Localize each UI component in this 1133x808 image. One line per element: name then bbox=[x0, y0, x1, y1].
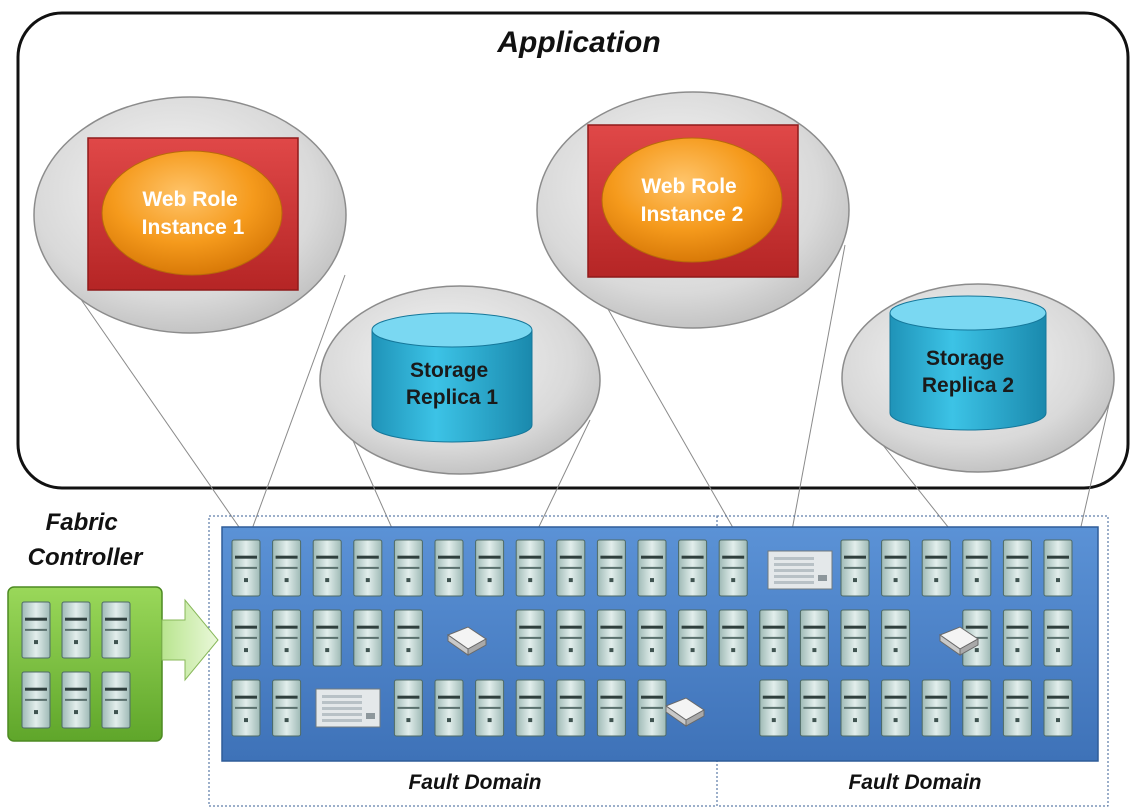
svg-text:Web Role Instance 1: Web Role Instance 1 bbox=[142, 188, 245, 239]
server-icon bbox=[637, 679, 667, 737]
server-icon bbox=[475, 679, 505, 737]
storage-cylinder-top bbox=[371, 312, 533, 348]
storage-cylinder bbox=[889, 312, 1047, 431]
server-icon bbox=[556, 539, 586, 597]
web-role-instance-2: Web Role Instance 2 bbox=[536, 91, 850, 329]
server-icon bbox=[515, 539, 545, 597]
fault-domain-label-2: Fault Domain bbox=[848, 771, 981, 794]
server-icon bbox=[921, 539, 951, 597]
storage-replica-2: Storage Replica 2 bbox=[841, 283, 1115, 473]
server-icon bbox=[231, 609, 261, 667]
server-icon bbox=[840, 609, 870, 667]
server-icon bbox=[556, 609, 586, 667]
server-icon bbox=[61, 671, 91, 729]
server-icon bbox=[393, 679, 423, 737]
server-icon bbox=[312, 609, 342, 667]
fabric-controller-line1: Fabric bbox=[46, 509, 118, 536]
server-icon bbox=[1043, 539, 1073, 597]
server-icon bbox=[962, 539, 992, 597]
storage-cylinder-top bbox=[889, 295, 1047, 331]
controller-arrow bbox=[161, 598, 219, 682]
server-icon bbox=[1002, 609, 1032, 667]
server-icon bbox=[231, 539, 261, 597]
server-icon bbox=[1043, 679, 1073, 737]
fault-domain-label-1: Fault Domain bbox=[408, 771, 541, 794]
server-icon bbox=[637, 539, 667, 597]
server-icon bbox=[596, 679, 626, 737]
server-icon bbox=[515, 679, 545, 737]
storage-replica-1: Storage Replica 1 bbox=[319, 285, 601, 475]
storage-2-line2: Replica 2 bbox=[922, 374, 1014, 397]
web-role-1-line2: Instance 1 bbox=[142, 216, 245, 239]
network-switch-icon bbox=[315, 688, 381, 728]
storage-1-line2: Replica 1 bbox=[406, 386, 499, 409]
storage-1-line1: Storage bbox=[410, 359, 488, 382]
server-icon bbox=[799, 679, 829, 737]
server-icon bbox=[596, 609, 626, 667]
fabric-controller-servers bbox=[21, 601, 131, 729]
server-icon bbox=[434, 539, 464, 597]
server-icon bbox=[434, 679, 464, 737]
svg-text:Storage Replica 2: Storage Replica 2 bbox=[922, 347, 1014, 397]
server-icon bbox=[840, 679, 870, 737]
server-icon bbox=[475, 539, 505, 597]
server-icon bbox=[393, 539, 423, 597]
server-icon bbox=[718, 609, 748, 667]
server-icon bbox=[21, 671, 51, 729]
server-icon bbox=[840, 539, 870, 597]
server-icon bbox=[101, 671, 131, 729]
storage-cylinder bbox=[371, 329, 533, 443]
server-icon bbox=[881, 679, 911, 737]
server-icon bbox=[759, 609, 789, 667]
server-icon bbox=[799, 609, 829, 667]
server-icon bbox=[1043, 609, 1073, 667]
datacenter-servers bbox=[231, 539, 1073, 737]
server-icon bbox=[881, 539, 911, 597]
server-icon bbox=[637, 609, 667, 667]
server-icon bbox=[1002, 539, 1032, 597]
server-icon bbox=[962, 679, 992, 737]
web-role-instance-1: Web Role Instance 1 bbox=[33, 96, 347, 334]
web-role-1-line1: Web Role bbox=[142, 188, 237, 211]
router-icon bbox=[664, 697, 705, 727]
web-role-2-line1: Web Role bbox=[641, 175, 736, 198]
server-icon bbox=[272, 609, 302, 667]
server-icon bbox=[515, 609, 545, 667]
server-icon bbox=[759, 679, 789, 737]
server-icon bbox=[881, 609, 911, 667]
server-icon bbox=[921, 679, 951, 737]
server-icon bbox=[353, 539, 383, 597]
server-icon bbox=[231, 679, 261, 737]
network-switch-icon bbox=[767, 550, 833, 590]
server-icon bbox=[353, 609, 383, 667]
role-ellipse bbox=[601, 137, 783, 263]
server-icon bbox=[272, 539, 302, 597]
server-icon bbox=[1002, 679, 1032, 737]
fabric-controller-line2: Controller bbox=[28, 544, 144, 571]
server-icon bbox=[61, 601, 91, 659]
svg-text:Storage Replica 1: Storage Replica 1 bbox=[406, 359, 499, 409]
server-icon bbox=[556, 679, 586, 737]
router-icon bbox=[938, 626, 979, 656]
application-title: Application bbox=[496, 26, 660, 59]
svg-text:Fabric Controller: Fabric Controller bbox=[28, 509, 144, 571]
server-icon bbox=[678, 539, 708, 597]
svg-text:Web Role Instance 2: Web Role Instance 2 bbox=[641, 175, 744, 226]
storage-2-line1: Storage bbox=[926, 347, 1004, 370]
server-icon bbox=[393, 609, 423, 667]
server-icon bbox=[101, 601, 131, 659]
server-icon bbox=[312, 539, 342, 597]
router-icon bbox=[446, 626, 487, 656]
server-icon bbox=[718, 539, 748, 597]
server-icon bbox=[678, 609, 708, 667]
server-icon bbox=[272, 679, 302, 737]
role-ellipse bbox=[101, 150, 283, 276]
server-icon bbox=[21, 601, 51, 659]
server-icon bbox=[596, 539, 626, 597]
web-role-2-line2: Instance 2 bbox=[641, 203, 744, 226]
